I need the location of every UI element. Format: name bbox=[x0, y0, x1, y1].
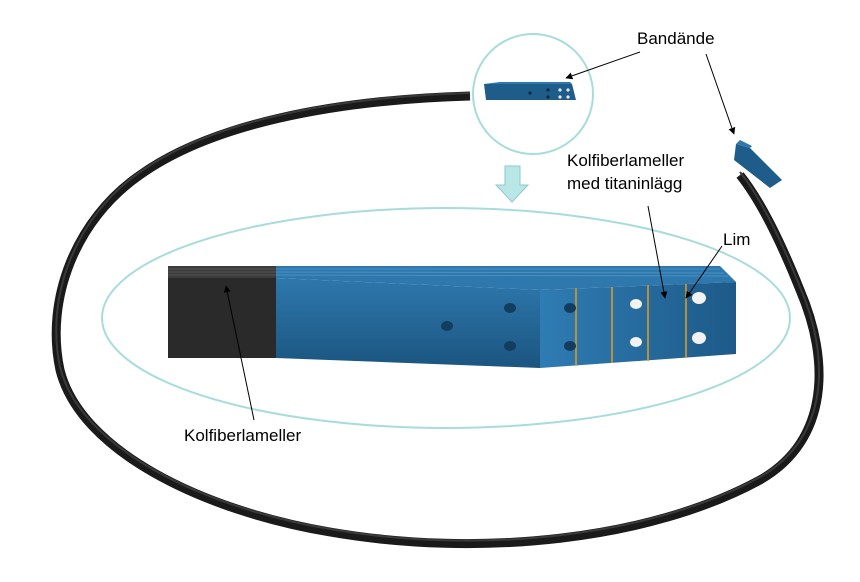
detail-ellipse bbox=[101, 207, 791, 429]
band-end-arrow-right bbox=[705, 53, 736, 135]
titanium-arrow bbox=[647, 205, 668, 299]
band-end-right bbox=[734, 140, 782, 188]
down-arrow-icon bbox=[494, 165, 530, 203]
label-glue: Lim bbox=[723, 230, 751, 249]
cf-lamellae-arrow bbox=[223, 285, 255, 421]
label-cf-lamellae: Kolfiberlameller bbox=[184, 426, 302, 445]
laminate-detail bbox=[168, 266, 736, 368]
band-end-arrow-top bbox=[565, 51, 641, 80]
zoom-circle bbox=[472, 33, 594, 155]
glue-arrow bbox=[685, 245, 723, 299]
label-cf-titanium-line2: med titaninlägg bbox=[567, 174, 683, 193]
belt-ring bbox=[51, 91, 824, 549]
label-cf-titanium-line1: Kolfiberlameller bbox=[567, 151, 685, 170]
band-end-top bbox=[484, 82, 576, 100]
label-band-end: Bandände bbox=[637, 29, 715, 48]
